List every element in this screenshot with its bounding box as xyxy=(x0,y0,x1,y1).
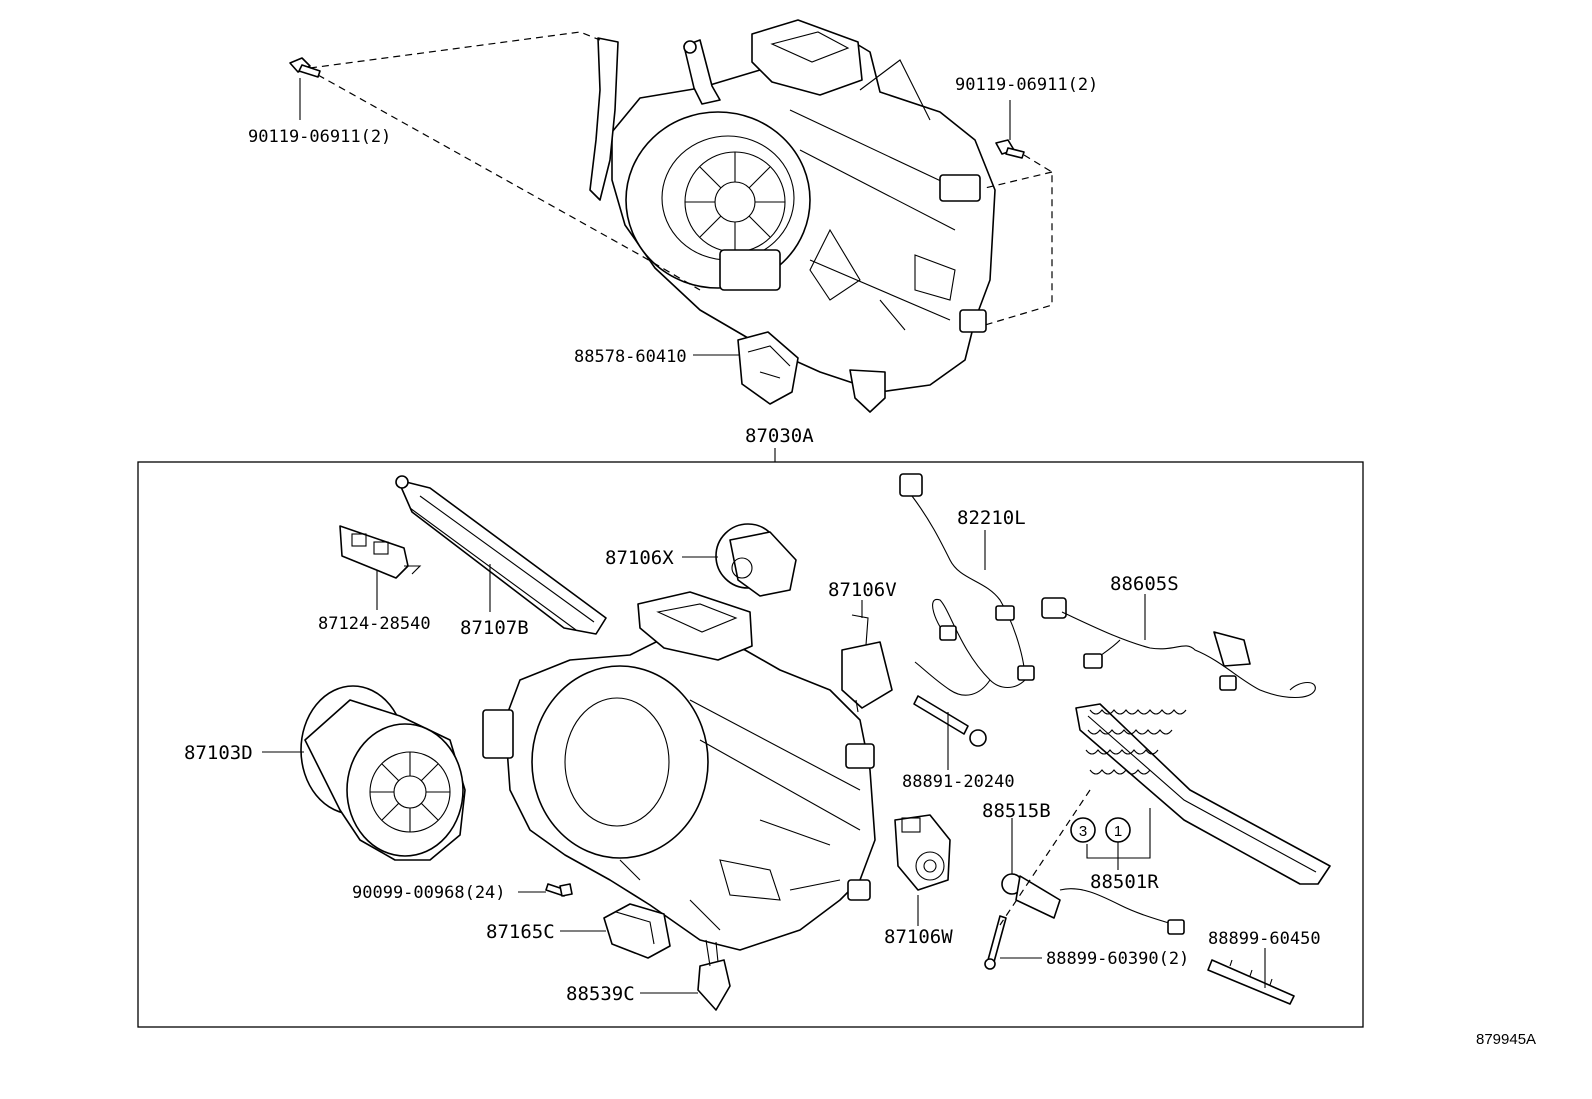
label-88891: 88891-20240 xyxy=(902,772,1015,792)
leader-88501r xyxy=(1086,808,1151,870)
label-88501r: 88501R xyxy=(1090,871,1159,893)
actuator-87165c-icon xyxy=(603,903,671,959)
wire-harness-88605s-icon xyxy=(1041,597,1316,699)
drain-hose-icon xyxy=(697,939,731,1011)
bolt-left-icon xyxy=(289,57,321,78)
damper-servo-w-icon xyxy=(894,814,951,891)
filter-part-icon xyxy=(395,475,607,635)
heater-core-icon xyxy=(1075,703,1331,885)
sensor-88515b-icon xyxy=(1001,873,1185,935)
bolt-90099-icon xyxy=(545,883,573,897)
upper-dashed-line-right-2 xyxy=(984,171,1053,189)
callout-1: 1 xyxy=(1105,817,1131,843)
callout-1-text: 1 xyxy=(1114,823,1122,840)
small-bracket-icon xyxy=(339,525,422,579)
resistor-part-icon xyxy=(737,331,799,405)
label-bolt-right: 90119-06911(2) xyxy=(955,75,1098,95)
lower-housing xyxy=(482,591,876,951)
sensor-88891-icon xyxy=(913,695,987,747)
bolt-right-icon xyxy=(995,139,1025,159)
label-87106x: 87106X xyxy=(605,547,674,569)
label-87124: 87124-28540 xyxy=(318,614,431,634)
damper-servo-x-icon xyxy=(715,523,797,597)
label-87103d: 87103D xyxy=(184,742,253,764)
label-assembly: 87030A xyxy=(745,425,814,447)
label-87107b: 87107B xyxy=(460,617,529,639)
reference-number: 879945A xyxy=(1476,1031,1536,1048)
label-88899b: 88899-60450 xyxy=(1208,929,1321,949)
blower-motor-icon xyxy=(300,685,466,861)
upper-dashed-line-left xyxy=(309,31,601,69)
label-87106w: 87106W xyxy=(884,926,953,948)
label-90099: 90099-00968(24) xyxy=(352,883,506,903)
screw-88899-icon xyxy=(984,915,1007,970)
damper-servo-v-icon xyxy=(841,614,893,713)
label-82210l: 82210L xyxy=(957,507,1026,529)
label-88515b: 88515B xyxy=(982,800,1051,822)
label-87106v: 87106V xyxy=(828,579,897,601)
label-87165c: 87165C xyxy=(486,921,555,943)
callout-3: 3 xyxy=(1070,817,1096,843)
kit-frame xyxy=(137,461,1364,1028)
label-88539c: 88539C xyxy=(566,983,635,1005)
lower-dashed-line xyxy=(999,789,1091,926)
label-88899a: 88899-60390(2) xyxy=(1046,949,1189,969)
wire-harness-82210l-icon xyxy=(899,473,1035,696)
upper-blower-assembly xyxy=(589,19,996,413)
clip-88899-icon xyxy=(1207,959,1295,1005)
upper-dashed-line-left-2 xyxy=(317,74,701,291)
callout-3-text: 3 xyxy=(1079,823,1087,840)
label-bolt-left: 90119-06911(2) xyxy=(248,127,391,147)
label-88605s: 88605S xyxy=(1110,573,1179,595)
upper-dashed-line-right xyxy=(984,154,1053,326)
label-resistor: 88578-60410 xyxy=(574,347,687,367)
